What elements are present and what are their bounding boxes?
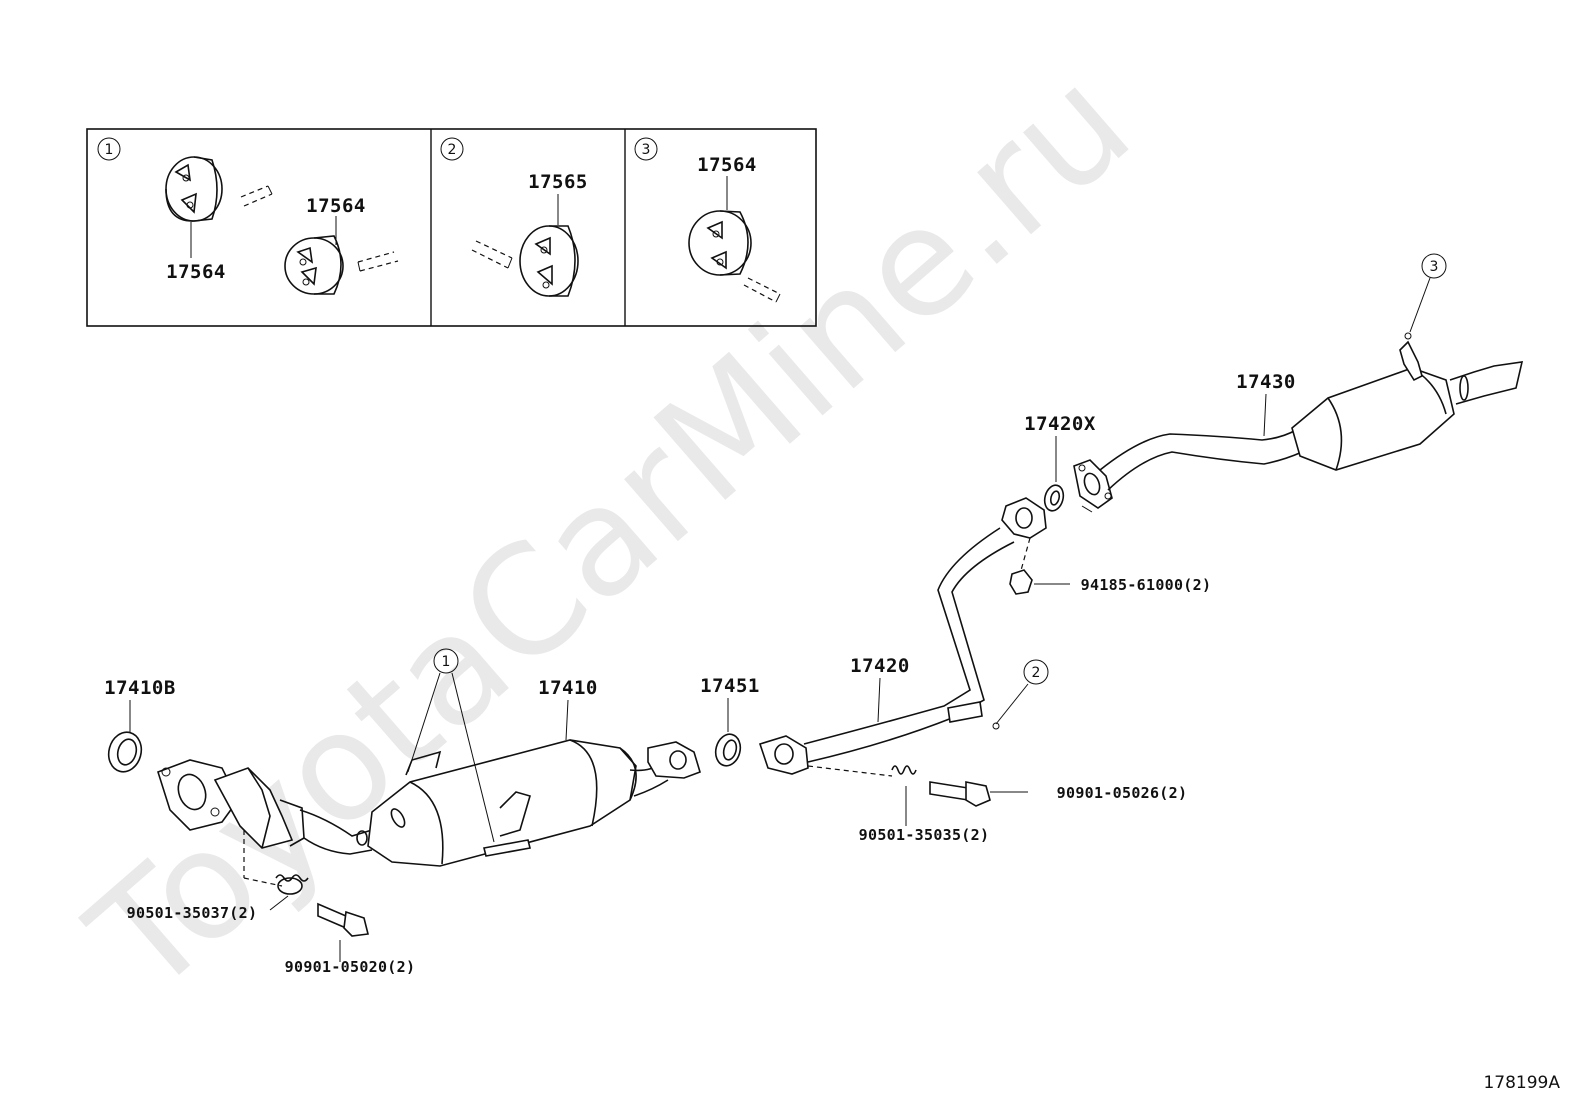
panel-marker-2 xyxy=(440,137,464,161)
svg-text:17565: 17565 xyxy=(528,171,588,193)
tailpipe-muffler-17430: 17430 xyxy=(1073,340,1524,513)
svg-text:90901-05020(2): 90901-05020(2) xyxy=(285,958,416,976)
nut-94185: 94185-61000(2) xyxy=(1009,537,1212,595)
svg-text:17420: 17420 xyxy=(850,655,910,677)
center-flange-fasteners: 90501-35035(2) 90901-05026(2) xyxy=(807,765,1188,844)
watermark-text: ToyotaCarMine.ru xyxy=(59,36,1163,1028)
rubber-hanger-icon xyxy=(284,235,344,295)
svg-text:90501-35037(2): 90501-35037(2) xyxy=(127,904,258,922)
svg-text:90501-35035(2): 90501-35035(2) xyxy=(859,826,990,844)
svg-text:94185-61000(2): 94185-61000(2) xyxy=(1081,576,1212,594)
svg-text:17410B: 17410B xyxy=(104,677,176,699)
callout-1: 1 xyxy=(407,648,495,843)
svg-text:17564: 17564 xyxy=(166,261,226,283)
svg-text:90901-05026(2): 90901-05026(2) xyxy=(1057,784,1188,802)
svg-text:17564: 17564 xyxy=(306,195,366,217)
rubber-hanger-icon xyxy=(165,156,223,222)
svg-text:3: 3 xyxy=(642,142,651,158)
gasket-17451: 17451 xyxy=(700,675,760,767)
svg-text:1: 1 xyxy=(105,142,114,158)
svg-text:2: 2 xyxy=(1032,665,1041,681)
front-pipe-converter-17410: 17410 xyxy=(157,677,701,867)
center-pipe-17420: 17420 xyxy=(758,497,1047,775)
diagram-number: 178199A xyxy=(1483,1073,1560,1093)
rubber-hanger-icon xyxy=(519,225,579,297)
rubber-hanger-icon xyxy=(688,210,752,276)
svg-text:17451: 17451 xyxy=(700,675,760,697)
callout-3: 3 xyxy=(1404,253,1447,340)
svg-text:17410: 17410 xyxy=(538,677,598,699)
panel-marker-3 xyxy=(634,137,658,161)
panel-marker-1 xyxy=(97,137,121,161)
svg-text:3: 3 xyxy=(1430,259,1439,275)
inset-panel-3: 3 17564 xyxy=(634,137,781,303)
inset-box: 1 17564 xyxy=(86,128,817,327)
svg-text:1: 1 xyxy=(442,654,451,670)
svg-text:17430: 17430 xyxy=(1236,371,1296,393)
callout-2: 2 xyxy=(992,659,1049,730)
gasket-17410b: 17410B xyxy=(104,677,176,773)
inset-panel-1: 1 17564 xyxy=(97,137,399,295)
svg-text:17420X: 17420X xyxy=(1024,413,1096,435)
inset-panel-2: 2 17565 xyxy=(440,137,588,297)
gasket-17420x: 17420X xyxy=(1024,413,1096,512)
svg-text:2: 2 xyxy=(448,142,457,158)
svg-text:17564: 17564 xyxy=(697,154,757,176)
front-flange-fasteners: 90501-35037(2) 90901-05020(2) xyxy=(127,830,416,976)
